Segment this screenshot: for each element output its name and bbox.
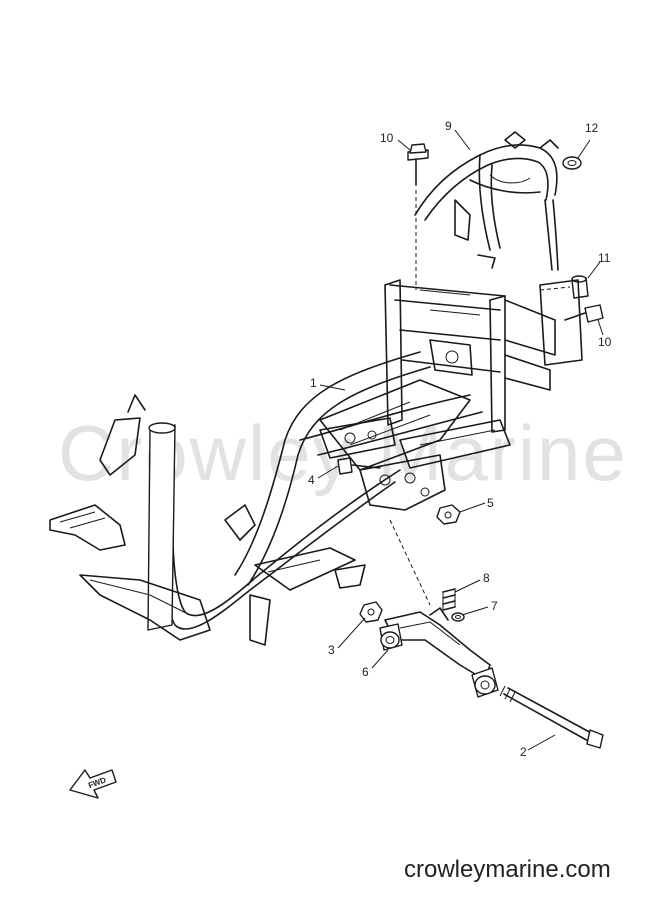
rear-carrier [414, 131, 559, 271]
callout-3: 3 [328, 643, 335, 657]
callout-11: 11 [598, 251, 611, 265]
bolt-10-right [564, 304, 604, 323]
callout-9: 9 [445, 119, 452, 133]
damper-rear [471, 667, 499, 698]
nut-5 [436, 504, 461, 525]
callout-7: 7 [491, 599, 498, 613]
callout-10-right: 10 [598, 335, 612, 349]
callout-12: 12 [585, 121, 599, 135]
nut-3 [359, 601, 383, 623]
washer-7 [451, 612, 465, 622]
spring-8 [442, 588, 456, 611]
bolt-4 [337, 457, 381, 475]
bolt-10-top [407, 143, 429, 290]
bolt-2 [499, 685, 604, 749]
footer-url[interactable]: crowleymarine.com [404, 856, 611, 883]
main-frame [49, 279, 556, 646]
callout-8: 8 [483, 571, 490, 585]
damper-6 [379, 623, 403, 651]
rear-side-plate [539, 279, 583, 366]
callout-4: 4 [308, 473, 315, 487]
callout-10-top: 10 [380, 131, 394, 145]
callout-5: 5 [487, 496, 494, 510]
fwd-arrow-icon: FWD [69, 769, 117, 799]
callout-2: 2 [520, 745, 527, 759]
callout-1: 1 [310, 376, 317, 390]
callout-leaders [317, 129, 604, 751]
guide-line-mount [389, 519, 431, 606]
guide-line-11 [539, 286, 571, 291]
callout-6: 6 [362, 665, 369, 679]
grommet-12 [562, 156, 582, 170]
collar-11 [571, 275, 589, 299]
